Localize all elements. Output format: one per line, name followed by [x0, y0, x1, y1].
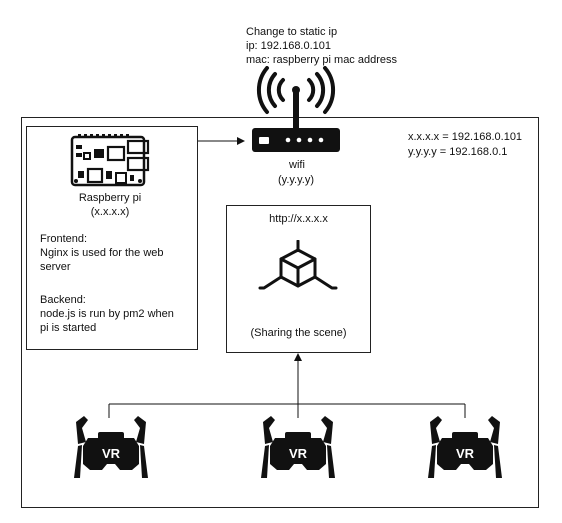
backend-line1: node.js is run by pm2 when [40, 308, 174, 320]
raspberry-pi-ip: (x.x.x.x) [90, 206, 130, 218]
frontend-heading: Frontend: [40, 233, 88, 245]
vr-headset-label: VR [288, 446, 308, 461]
scene-url: http://x.x.x.x [269, 213, 328, 225]
3d-object-icon [258, 240, 338, 290]
vr-headset: VR [422, 412, 508, 486]
vr-headset: VR [255, 412, 341, 486]
ip-legend-line2: y.y.y.y = 192.168.0.1 [408, 146, 508, 158]
scene-caption: (Sharing the scene) [250, 327, 347, 339]
vr-headset: VR [68, 412, 154, 486]
vr-headset-icon [428, 416, 502, 478]
raspberry-pi-box [26, 126, 198, 350]
frontend-line2: server [40, 261, 71, 273]
backend-line2: pi is started [40, 322, 97, 334]
frontend-line1: Nginx is used for the web [40, 247, 164, 259]
backend-heading: Backend: [40, 294, 86, 306]
router-note-line1: Change to static ip [246, 26, 338, 38]
vr-headset-label: VR [455, 446, 475, 461]
vr-headset-label: VR [101, 446, 121, 461]
router-note-line3: mac: raspberry pi mac address [246, 54, 397, 66]
ip-legend-line1: x.x.x.x = 192.168.0.101 [408, 131, 523, 143]
wifi-ip-label: (y.y.y.y) [277, 174, 315, 186]
raspberry-pi-board-icon [70, 134, 150, 187]
vr-headset-icon [261, 416, 335, 478]
raspberry-pi-title: Raspberry pi [78, 192, 142, 204]
wifi-router-icon [252, 66, 340, 152]
vr-headset-icon [74, 416, 148, 478]
wifi-label: wifi [289, 159, 305, 171]
router-note-line2: ip: 192.168.0.101 [246, 40, 332, 52]
